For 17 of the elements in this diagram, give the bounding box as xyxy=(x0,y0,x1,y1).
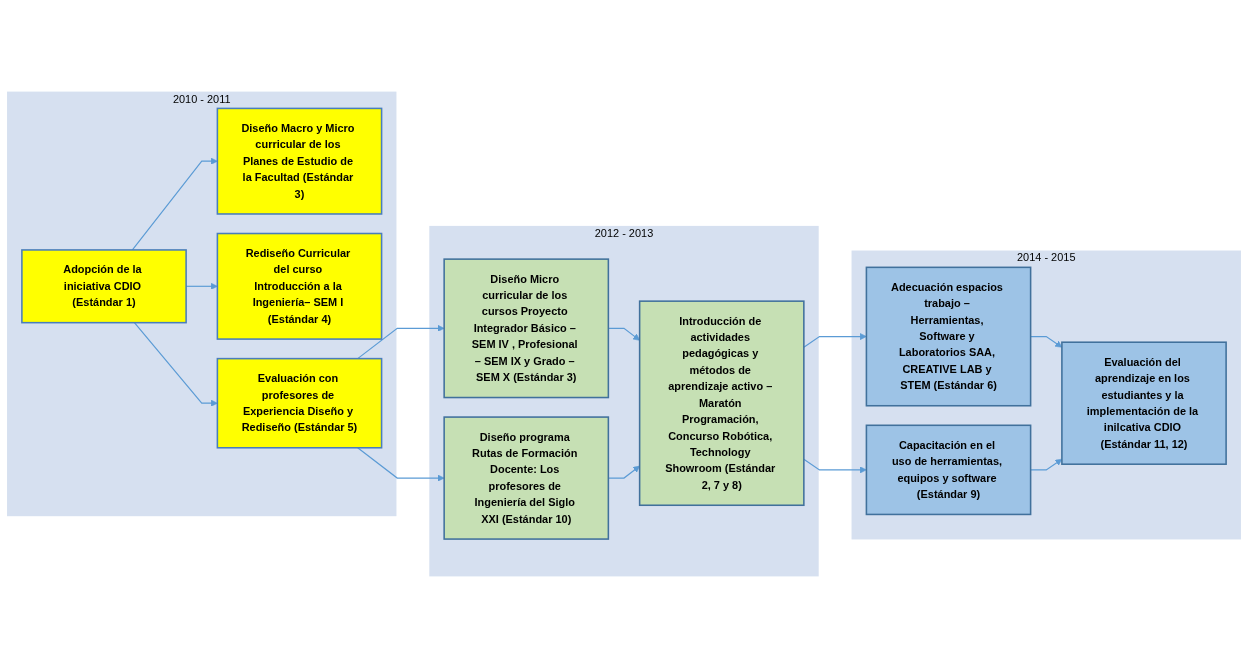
node-box: Evaluación del aprendizaje en los estudiantes y la implementación de la inilcativa CDIO (Estándar 11, 12) xyxy=(1061,341,1227,465)
node-box: Diseño programa Rutas de Formación Docente: Los profesores de Ingeniería del Siglo XXI (Estándar 10) xyxy=(443,416,610,540)
arrow xyxy=(1030,458,1063,471)
arrow xyxy=(357,447,445,482)
arrow xyxy=(133,322,218,407)
node-box: Capacitación en el uso de herramientas, equipos y software (Estándar 9) xyxy=(865,424,1032,516)
node-box: Diseño Micro curricular de los cursos Proyecto Integrador Básico – SEM IV , Profesional – SEM IX y Grado – SEM X (Estándar 3) xyxy=(443,258,610,399)
node-box: Rediseño Curricular del curso Introducción a la Ingeniería– SEM I (Estándar 4) xyxy=(216,232,383,340)
arrow xyxy=(357,324,445,360)
node-box: Adecuación espacios trabajo – Herramientas, Software y Laboratorios SAA, CREATIVE LAB y STEM (Estándar 6) xyxy=(865,266,1032,407)
arrow xyxy=(131,157,218,251)
node-box: Diseño Macro y Micro curricular de los Planes de Estudio de la Facultad (Estándar 3) xyxy=(216,107,383,215)
node-box: Introducción de actividades pedagógicas y métodos de aprendizaje activo – Maratón Programación, Concurso Robótica, Technology Showroom (Estándar 2, 7 y 8) xyxy=(638,300,805,507)
node-box: Evaluación con profesores de Experiencia Diseño y Rediseño (Estándar 5) xyxy=(216,357,383,449)
node-box: Adopción de la iniciativa CDIO (Estándar 1) xyxy=(21,249,187,324)
arrow xyxy=(803,333,867,348)
arrow xyxy=(803,458,867,474)
